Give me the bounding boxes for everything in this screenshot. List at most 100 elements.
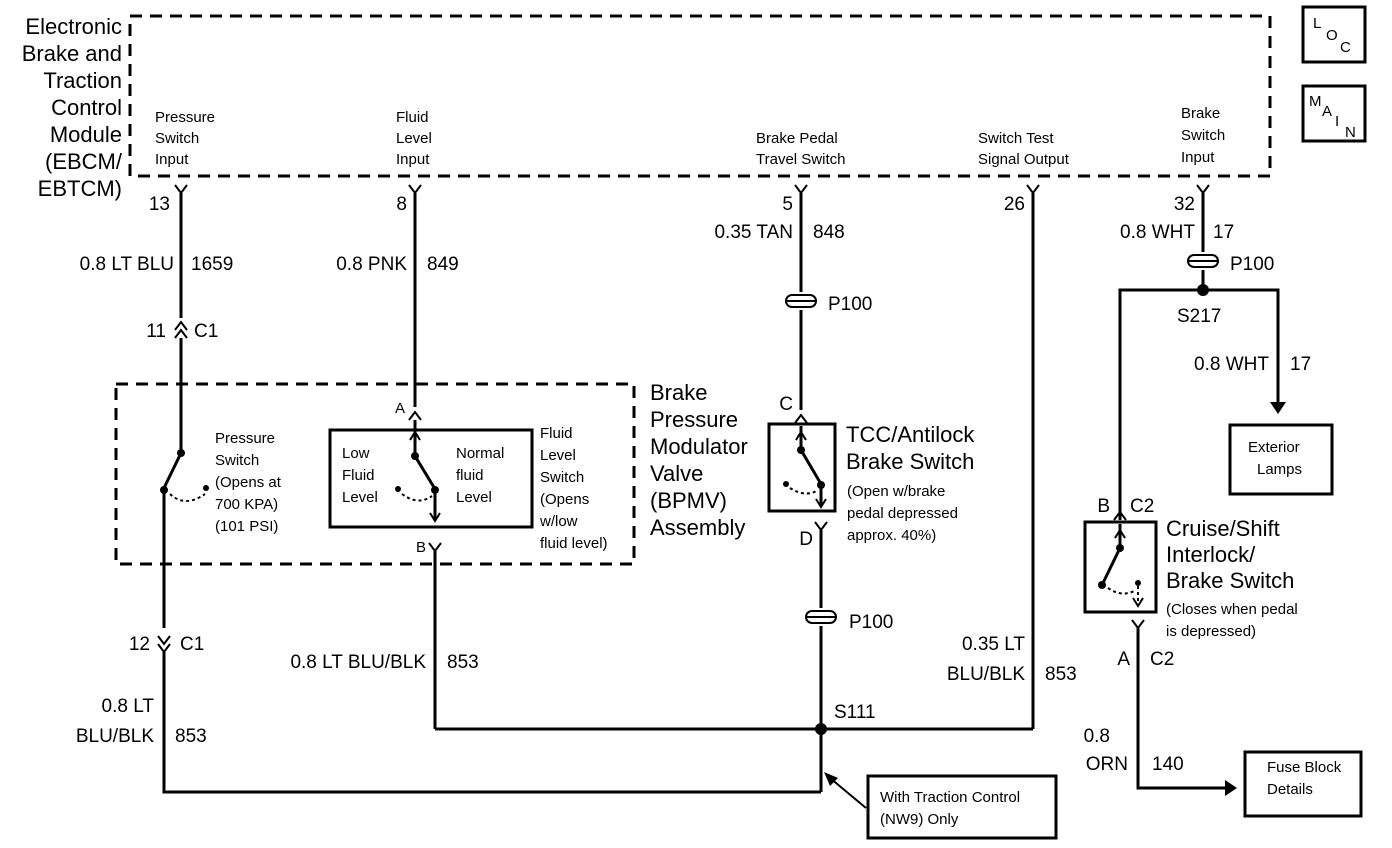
pressure-switch-input-label: Pressure Switch Input — [155, 109, 215, 168]
ebcm-title-line: Brake and — [22, 41, 122, 66]
wire-circuit-label: 849 — [427, 254, 459, 275]
wire-140: A C2 0.8 ORN 140 — [1084, 619, 1237, 796]
box-label: Lamps — [1257, 461, 1302, 478]
wire-circuit-label: 17 — [1213, 222, 1234, 243]
note-line: With Traction Control — [880, 789, 1020, 806]
loc-icon[interactable]: L O C — [1301, 5, 1367, 64]
c1-top-chevron — [174, 328, 188, 339]
wire-853-tcc: D P100 — [799, 521, 893, 729]
label-line: Normal — [456, 445, 504, 462]
connector-pin-label: 12 — [129, 634, 150, 655]
label-line: Brake — [1181, 105, 1220, 122]
ebcm-title-line: Control — [51, 95, 122, 120]
tcc-antilock-brake-switch: TCC/Antilock Brake Switch (Open w/brake … — [767, 422, 975, 544]
wire-gauge-label: 0.8 WHT — [1194, 354, 1269, 375]
note-line: (Open w/brake — [847, 483, 945, 500]
loc-letter: C — [1340, 39, 1351, 56]
wire-gauge-label: 0.8 — [1084, 726, 1110, 747]
title-line: Cruise/Shift — [1166, 516, 1280, 541]
title-line: Assembly — [650, 515, 745, 540]
title-line: Brake Switch — [846, 449, 974, 474]
note-line: approx. 40%) — [847, 527, 936, 544]
wire-gauge-label: 0.8 LT BLU — [80, 254, 174, 275]
connector-pin-label: B — [416, 539, 426, 556]
ebcm-module: Electronic Brake and Traction Control Mo… — [22, 14, 1272, 201]
label-line: (Opens — [540, 491, 589, 508]
label-line: Fluid — [540, 425, 573, 442]
loc-letter: O — [1326, 27, 1338, 44]
box-label: Details — [1267, 781, 1313, 798]
label-line: Brake Pedal — [756, 130, 838, 147]
connector-name-label: P100 — [1230, 254, 1274, 275]
arrow-down-icon — [1270, 402, 1286, 414]
label-line: Input — [155, 151, 189, 168]
label-line: Fluid — [396, 109, 429, 126]
traction-control-note: With Traction Control (NW9) Only — [824, 772, 1058, 840]
label-line: Signal Output — [978, 151, 1070, 168]
wire-gauge-label: 0.8 PNK — [336, 254, 407, 275]
label-line: Level — [456, 489, 492, 506]
note-line: pedal depressed — [847, 505, 958, 522]
title-line: TCC/Antilock — [846, 422, 975, 447]
bpmv-assembly: Brake Pressure Modulator Valve (BPMV) As… — [114, 380, 748, 628]
wire-gauge-label: 0.8 WHT — [1120, 222, 1195, 243]
pin-chevron — [794, 184, 808, 195]
wire-gauge-label: 0.8 LT — [102, 696, 155, 717]
pin-number: 13 — [149, 194, 170, 215]
label-line: Level — [396, 130, 432, 147]
wire-circuit-label: 853 — [1045, 664, 1077, 685]
label-line: Switch — [540, 469, 584, 486]
ebcm-pin-chevrons — [174, 184, 1210, 195]
title-line: Pressure — [650, 407, 738, 432]
label-line: Switch — [1181, 127, 1225, 144]
box-label: Fuse Block — [1267, 759, 1342, 776]
label-line: (Opens at — [215, 474, 282, 491]
label-line: Level — [540, 447, 576, 464]
label-line: Level — [342, 489, 378, 506]
wire-gauge-label: BLU/BLK — [76, 726, 154, 747]
exterior-lamps-box[interactable]: Exterior Lamps — [1228, 423, 1334, 496]
label-line: Low — [342, 445, 370, 462]
label-line: Input — [396, 151, 430, 168]
wire-853-pressure: 12 C1 0.8 LT BLU/BLK 853 — [76, 634, 821, 794]
connector-name-label: C1 — [194, 321, 218, 342]
pin-number: 26 — [1004, 194, 1025, 215]
main-icon[interactable]: M A I N — [1301, 84, 1367, 143]
wire-17: 0.8 WHT 17 P100 S217 0.8 WHT 17 — [1118, 193, 1311, 520]
ebcm-title-line: (EBCM/ — [45, 149, 123, 174]
connector-pin-label: A — [395, 400, 405, 417]
splice-label: S217 — [1177, 306, 1221, 327]
label-line: Travel Switch — [756, 151, 845, 168]
title-line: Brake — [650, 380, 707, 405]
main-letter: M — [1309, 93, 1322, 110]
connector-name-label: C1 — [180, 634, 204, 655]
switch-test-output-label: Switch Test Signal Output — [978, 130, 1070, 168]
note-line: is depressed) — [1166, 623, 1256, 640]
title-line: (BPMV) — [650, 488, 727, 513]
brake-switch-input-label: Brake Switch Input — [1181, 105, 1225, 166]
label-line: 700 KPA) — [215, 496, 278, 513]
fuse-block-details-box[interactable]: Fuse Block Details — [1243, 750, 1363, 818]
splice-label: S111 — [834, 702, 876, 723]
wire-circuit-label: 848 — [813, 222, 845, 243]
label-line: Switch — [155, 130, 199, 147]
ebcm-title-line: Module — [50, 122, 122, 147]
main-letter: N — [1345, 124, 1356, 141]
wire-1659: 0.8 LT BLU 1659 11 C1 — [80, 193, 233, 450]
ebcm-title-line: EBTCM) — [38, 176, 122, 201]
arrow-icon — [824, 772, 838, 786]
connector-pin-label: A — [1117, 649, 1130, 670]
main-letter: I — [1335, 113, 1339, 130]
pin-c-chevron — [794, 413, 808, 424]
pin-chevron — [1196, 184, 1210, 195]
label-line: w/low — [539, 513, 578, 530]
label-line: Pressure — [215, 430, 275, 447]
wire-853-fluid: B 0.8 LT BLU/BLK 853 — [290, 539, 479, 729]
ebcm-title: Electronic Brake and Traction Control Mo… — [22, 14, 123, 201]
wire-circuit-label: 1659 — [191, 254, 233, 275]
fluid-level-input-label: Fluid Level Input — [396, 109, 432, 168]
title-line: Modulator — [650, 434, 748, 459]
wire-circuit-label: 853 — [447, 652, 479, 673]
label-line: (101 PSI) — [215, 518, 278, 535]
